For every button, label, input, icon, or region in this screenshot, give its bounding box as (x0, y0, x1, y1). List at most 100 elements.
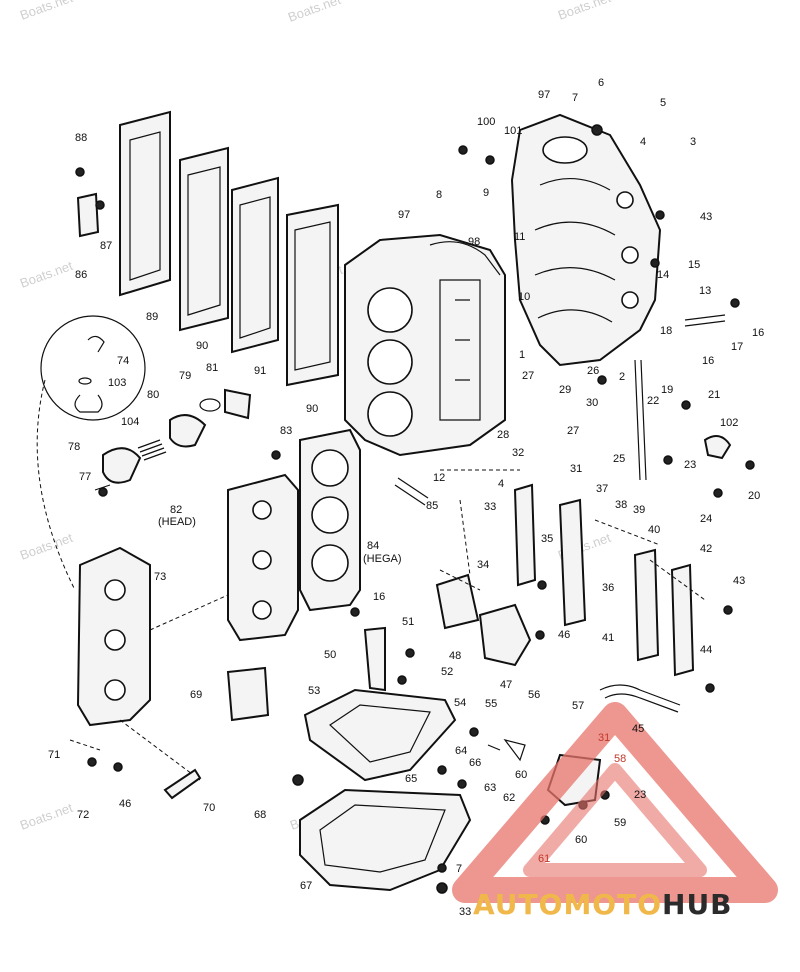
shaft-19 (634, 359, 647, 481)
callout-26: 26 (587, 365, 599, 377)
tube-85 (394, 477, 429, 506)
clip-102 (703, 435, 732, 460)
label-head: (HEAD) (158, 516, 196, 528)
callout-25: 25 (613, 453, 625, 465)
callout-34: 34 (477, 559, 489, 571)
callout-60b: 60 (575, 834, 587, 846)
callout-84: 84 (367, 540, 379, 552)
callout-77: 77 (79, 471, 91, 483)
bracket-36 (558, 498, 587, 627)
head-gasket-84 (299, 428, 361, 612)
callout-82: 82 (170, 504, 182, 516)
callout-5: 5 (660, 97, 666, 109)
automotohub-logo: AUTOMOTOHUB (473, 888, 733, 921)
callout-43a: 43 (700, 211, 712, 223)
callout-27a: 27 (522, 370, 534, 382)
callout-66: 66 (469, 757, 481, 769)
callout-20: 20 (748, 490, 760, 502)
plate-48 (435, 573, 480, 630)
callout-7a: 7 (572, 92, 578, 104)
callout-90b: 90 (306, 403, 318, 415)
callout-6: 6 (598, 77, 604, 89)
callout-14: 14 (657, 269, 669, 281)
callout-39: 39 (633, 504, 645, 516)
callout-16c: 16 (373, 591, 385, 603)
spark-plug-70 (163, 768, 202, 800)
callout-86: 86 (75, 269, 87, 281)
cylinder-block-part (344, 233, 506, 457)
callout-19: 19 (661, 384, 673, 396)
callout-8: 8 (436, 189, 442, 201)
callout-4a: 4 (640, 136, 646, 148)
callout-2: 2 (619, 371, 625, 383)
cover-plates (119, 110, 339, 387)
callout-33a: 33 (484, 501, 496, 513)
crankcase-part (510, 113, 662, 367)
thermostat-parts (94, 388, 252, 491)
callout-23b: 23 (634, 789, 646, 801)
callout-100: 100 (477, 116, 495, 128)
plate-86 (76, 192, 100, 238)
sensor-69 (226, 666, 270, 722)
callout-41: 41 (602, 632, 614, 644)
callout-90a: 90 (196, 340, 208, 352)
callout-85: 85 (426, 500, 438, 512)
callout-72: 72 (77, 809, 89, 821)
callout-64: 64 (455, 745, 467, 757)
callout-21: 21 (708, 389, 720, 401)
callout-46a: 46 (558, 629, 570, 641)
callout-7b: 7 (456, 863, 462, 875)
callout-69: 69 (190, 689, 202, 701)
callout-45: 45 (632, 723, 644, 735)
callout-83: 83 (280, 425, 292, 437)
callout-56: 56 (528, 689, 540, 701)
fasteners (87, 124, 755, 894)
callout-22: 22 (647, 395, 659, 407)
callout-91: 91 (254, 365, 266, 377)
callout-31b: 31 (598, 732, 610, 744)
callout-12: 12 (433, 472, 445, 484)
callout-103: 103 (108, 377, 126, 389)
head-cover-82 (227, 473, 299, 642)
callout-61: 61 (538, 853, 550, 865)
callout-40: 40 (648, 524, 660, 536)
callout-68: 68 (254, 809, 266, 821)
callout-58: 58 (614, 753, 626, 765)
callout-70: 70 (203, 802, 215, 814)
gasket-53 (303, 688, 457, 782)
callout-46b: 46 (119, 798, 131, 810)
callout-42: 42 (700, 543, 712, 555)
callout-16a: 16 (752, 327, 764, 339)
screw-87 (95, 200, 105, 210)
callout-18: 18 (660, 325, 672, 337)
callout-17: 17 (731, 341, 743, 353)
bracket-42 (670, 563, 695, 677)
callout-30: 30 (586, 397, 598, 409)
callout-63: 63 (484, 782, 496, 794)
callout-29: 29 (559, 384, 571, 396)
callout-27b: 27 (567, 425, 579, 437)
callout-16b: 16 (702, 355, 714, 367)
inset-detail (36, 315, 146, 591)
callout-1: 1 (519, 349, 525, 361)
callout-78: 78 (68, 441, 80, 453)
callout-54: 54 (454, 697, 466, 709)
callout-3: 3 (690, 136, 696, 148)
bracket-34 (513, 483, 537, 587)
callout-98: 98 (468, 236, 480, 248)
callout-23a: 23 (684, 459, 696, 471)
callout-60a: 60 (515, 769, 527, 781)
callout-73: 73 (154, 571, 166, 583)
logo-triangle (452, 702, 778, 903)
callout-28: 28 (497, 429, 509, 441)
callout-102: 102 (720, 417, 738, 429)
callout-65: 65 (405, 773, 417, 785)
callout-48: 48 (449, 650, 461, 662)
callout-80: 80 (147, 389, 159, 401)
logo-part1: AUTOMOTO (473, 888, 663, 921)
callout-79: 79 (179, 370, 191, 382)
callout-32: 32 (512, 447, 524, 459)
callout-38: 38 (615, 499, 627, 511)
